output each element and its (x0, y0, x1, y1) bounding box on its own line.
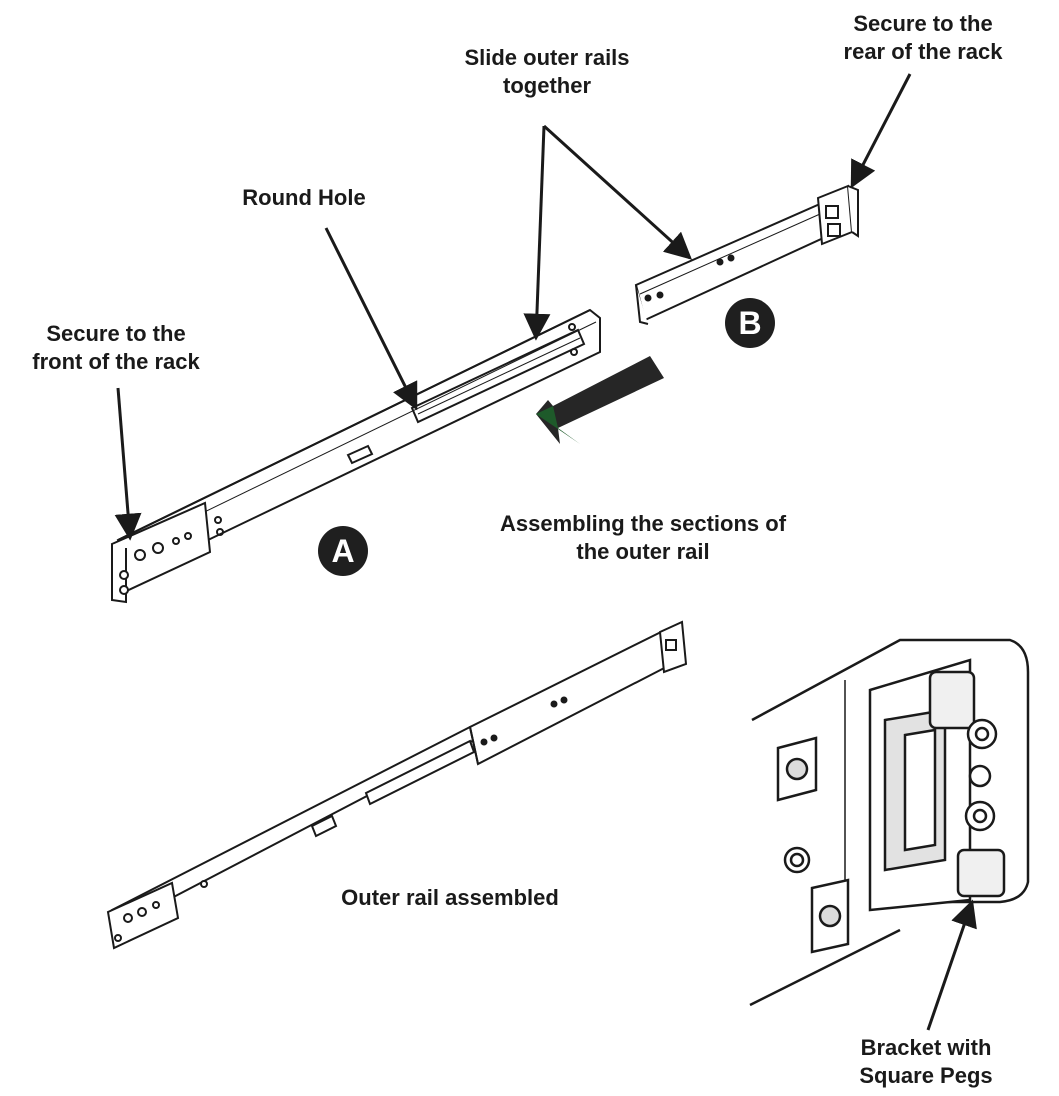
label-assembling-line2: the outer rail (576, 539, 710, 564)
label-secure-rear-line2: rear of the rack (843, 39, 1003, 64)
label-bracket-line1: Bracket with (860, 1035, 992, 1060)
badge-a: A (318, 526, 368, 576)
label-slide-line2: together (503, 73, 591, 98)
badge-b: B (725, 298, 775, 348)
label-secure-front: Secure to the front of the rack (6, 320, 226, 376)
assembled-rail (106, 620, 688, 950)
label-assembling-line1: Assembling the sections of (499, 511, 787, 536)
label-assembled: Outer rail assembled (341, 885, 559, 910)
rail-section-a (116, 308, 601, 577)
label-secure-rear-line1: Secure to the (853, 11, 993, 36)
front-bracket (110, 501, 212, 604)
slide-direction-arrow (536, 356, 664, 444)
label-secure-front-line2: front of the rack (32, 349, 200, 374)
label-slide-line1: Slide outer rails (464, 45, 630, 70)
label-bracket-line2: Square Pegs (859, 1063, 993, 1088)
label-slide-together: Slide outer rails together (432, 44, 662, 100)
label-round-hole: Round Hole (242, 185, 366, 210)
bracket-detail (749, 638, 1030, 1007)
label-assembling: Assembling the sections of the outer rai… (458, 510, 828, 566)
label-secure-rear: Secure to the rear of the rack (818, 10, 1028, 66)
label-secure-front-line1: Secure to the (46, 321, 186, 346)
leader-arrows (114, 73, 977, 1031)
label-bracket: Bracket with Square Pegs (826, 1034, 1026, 1090)
rear-bracket (816, 184, 859, 246)
